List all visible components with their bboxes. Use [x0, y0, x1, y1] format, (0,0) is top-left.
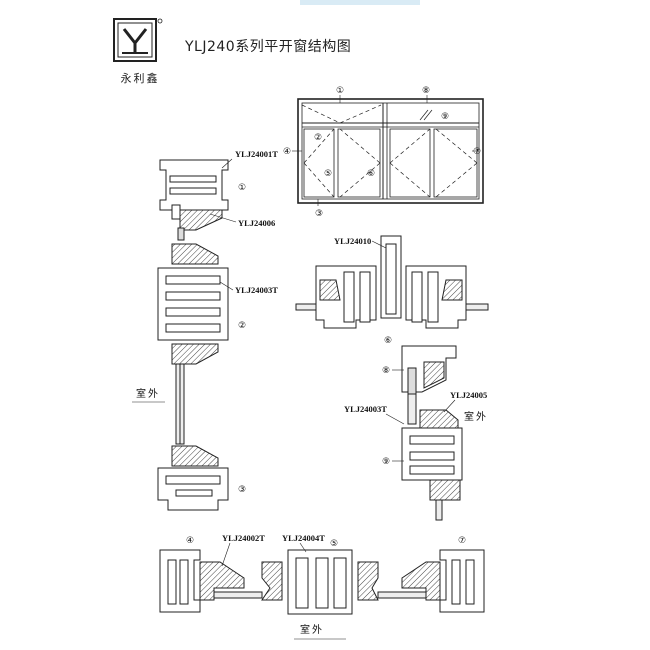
bottom-section-labels: ④ YLJ24002T YLJ24004T ⑤ ⑦ 室外 — [186, 533, 466, 640]
svg-text:YLJ24004T: YLJ24004T — [282, 533, 325, 543]
svg-text:⑦: ⑦ — [458, 536, 466, 546]
company-logo — [113, 18, 163, 62]
svg-text:②: ② — [238, 321, 246, 331]
horizontal-section-bottom — [159, 549, 485, 615]
svg-text:⑤: ⑤ — [330, 539, 338, 549]
top-smudge — [300, 0, 420, 5]
window-elevation — [297, 98, 484, 204]
middle-section-labels: YLJ24010 — [334, 236, 387, 249]
svg-text:④: ④ — [283, 147, 291, 157]
top-strip — [0, 0, 650, 6]
svg-text:⑥: ⑥ — [367, 169, 375, 179]
page-title: YLJ240系列平开窗结构图 — [185, 39, 352, 55]
svg-text:YLJ24003T: YLJ24003T — [235, 285, 278, 295]
svg-text:①: ① — [238, 183, 246, 193]
svg-text:YLJ24002T: YLJ24002T — [222, 533, 265, 543]
svg-text:⑤: ⑤ — [324, 169, 332, 179]
svg-text:⑥: ⑥ — [384, 336, 392, 346]
svg-text:室外: 室外 — [136, 387, 160, 400]
svg-text:③: ③ — [238, 485, 246, 495]
svg-text:⑧: ⑧ — [382, 366, 390, 376]
svg-text:YLJ24001T: YLJ24001T — [235, 149, 278, 159]
svg-text:⑨: ⑨ — [441, 112, 449, 122]
logo-caption: 永利鑫 — [120, 72, 160, 85]
svg-text:③: ③ — [315, 209, 323, 219]
svg-text:YLJ24003T: YLJ24003T — [344, 404, 387, 414]
vertical-section-right — [401, 345, 463, 521]
mullion-section-middle — [295, 235, 489, 329]
svg-text:⑦: ⑦ — [473, 147, 481, 157]
svg-text:④: ④ — [186, 536, 194, 546]
right-section-labels: ⑥ ⑧ YLJ24005 YLJ24003T 室外 ⑨ — [344, 336, 488, 467]
svg-text:①: ① — [336, 86, 344, 96]
vertical-section-left — [157, 159, 229, 511]
svg-text:室外: 室外 — [464, 410, 488, 423]
svg-text:室外: 室外 — [300, 623, 324, 636]
svg-text:⑨: ⑨ — [382, 457, 390, 467]
left-section-labels: YLJ24001T ① YLJ24006 YLJ24003T ② 室外 ③ — [132, 149, 278, 495]
svg-text:YLJ24006: YLJ24006 — [238, 218, 275, 228]
svg-text:⑧: ⑧ — [422, 86, 430, 96]
svg-text:YLJ24005: YLJ24005 — [450, 390, 487, 400]
elevation-callouts: ① ⑧ ② ⑨ ④ ⑦ ⑤ ⑥ ③ — [283, 86, 481, 219]
svg-text:②: ② — [314, 133, 322, 143]
svg-text:YLJ24010: YLJ24010 — [334, 236, 371, 246]
